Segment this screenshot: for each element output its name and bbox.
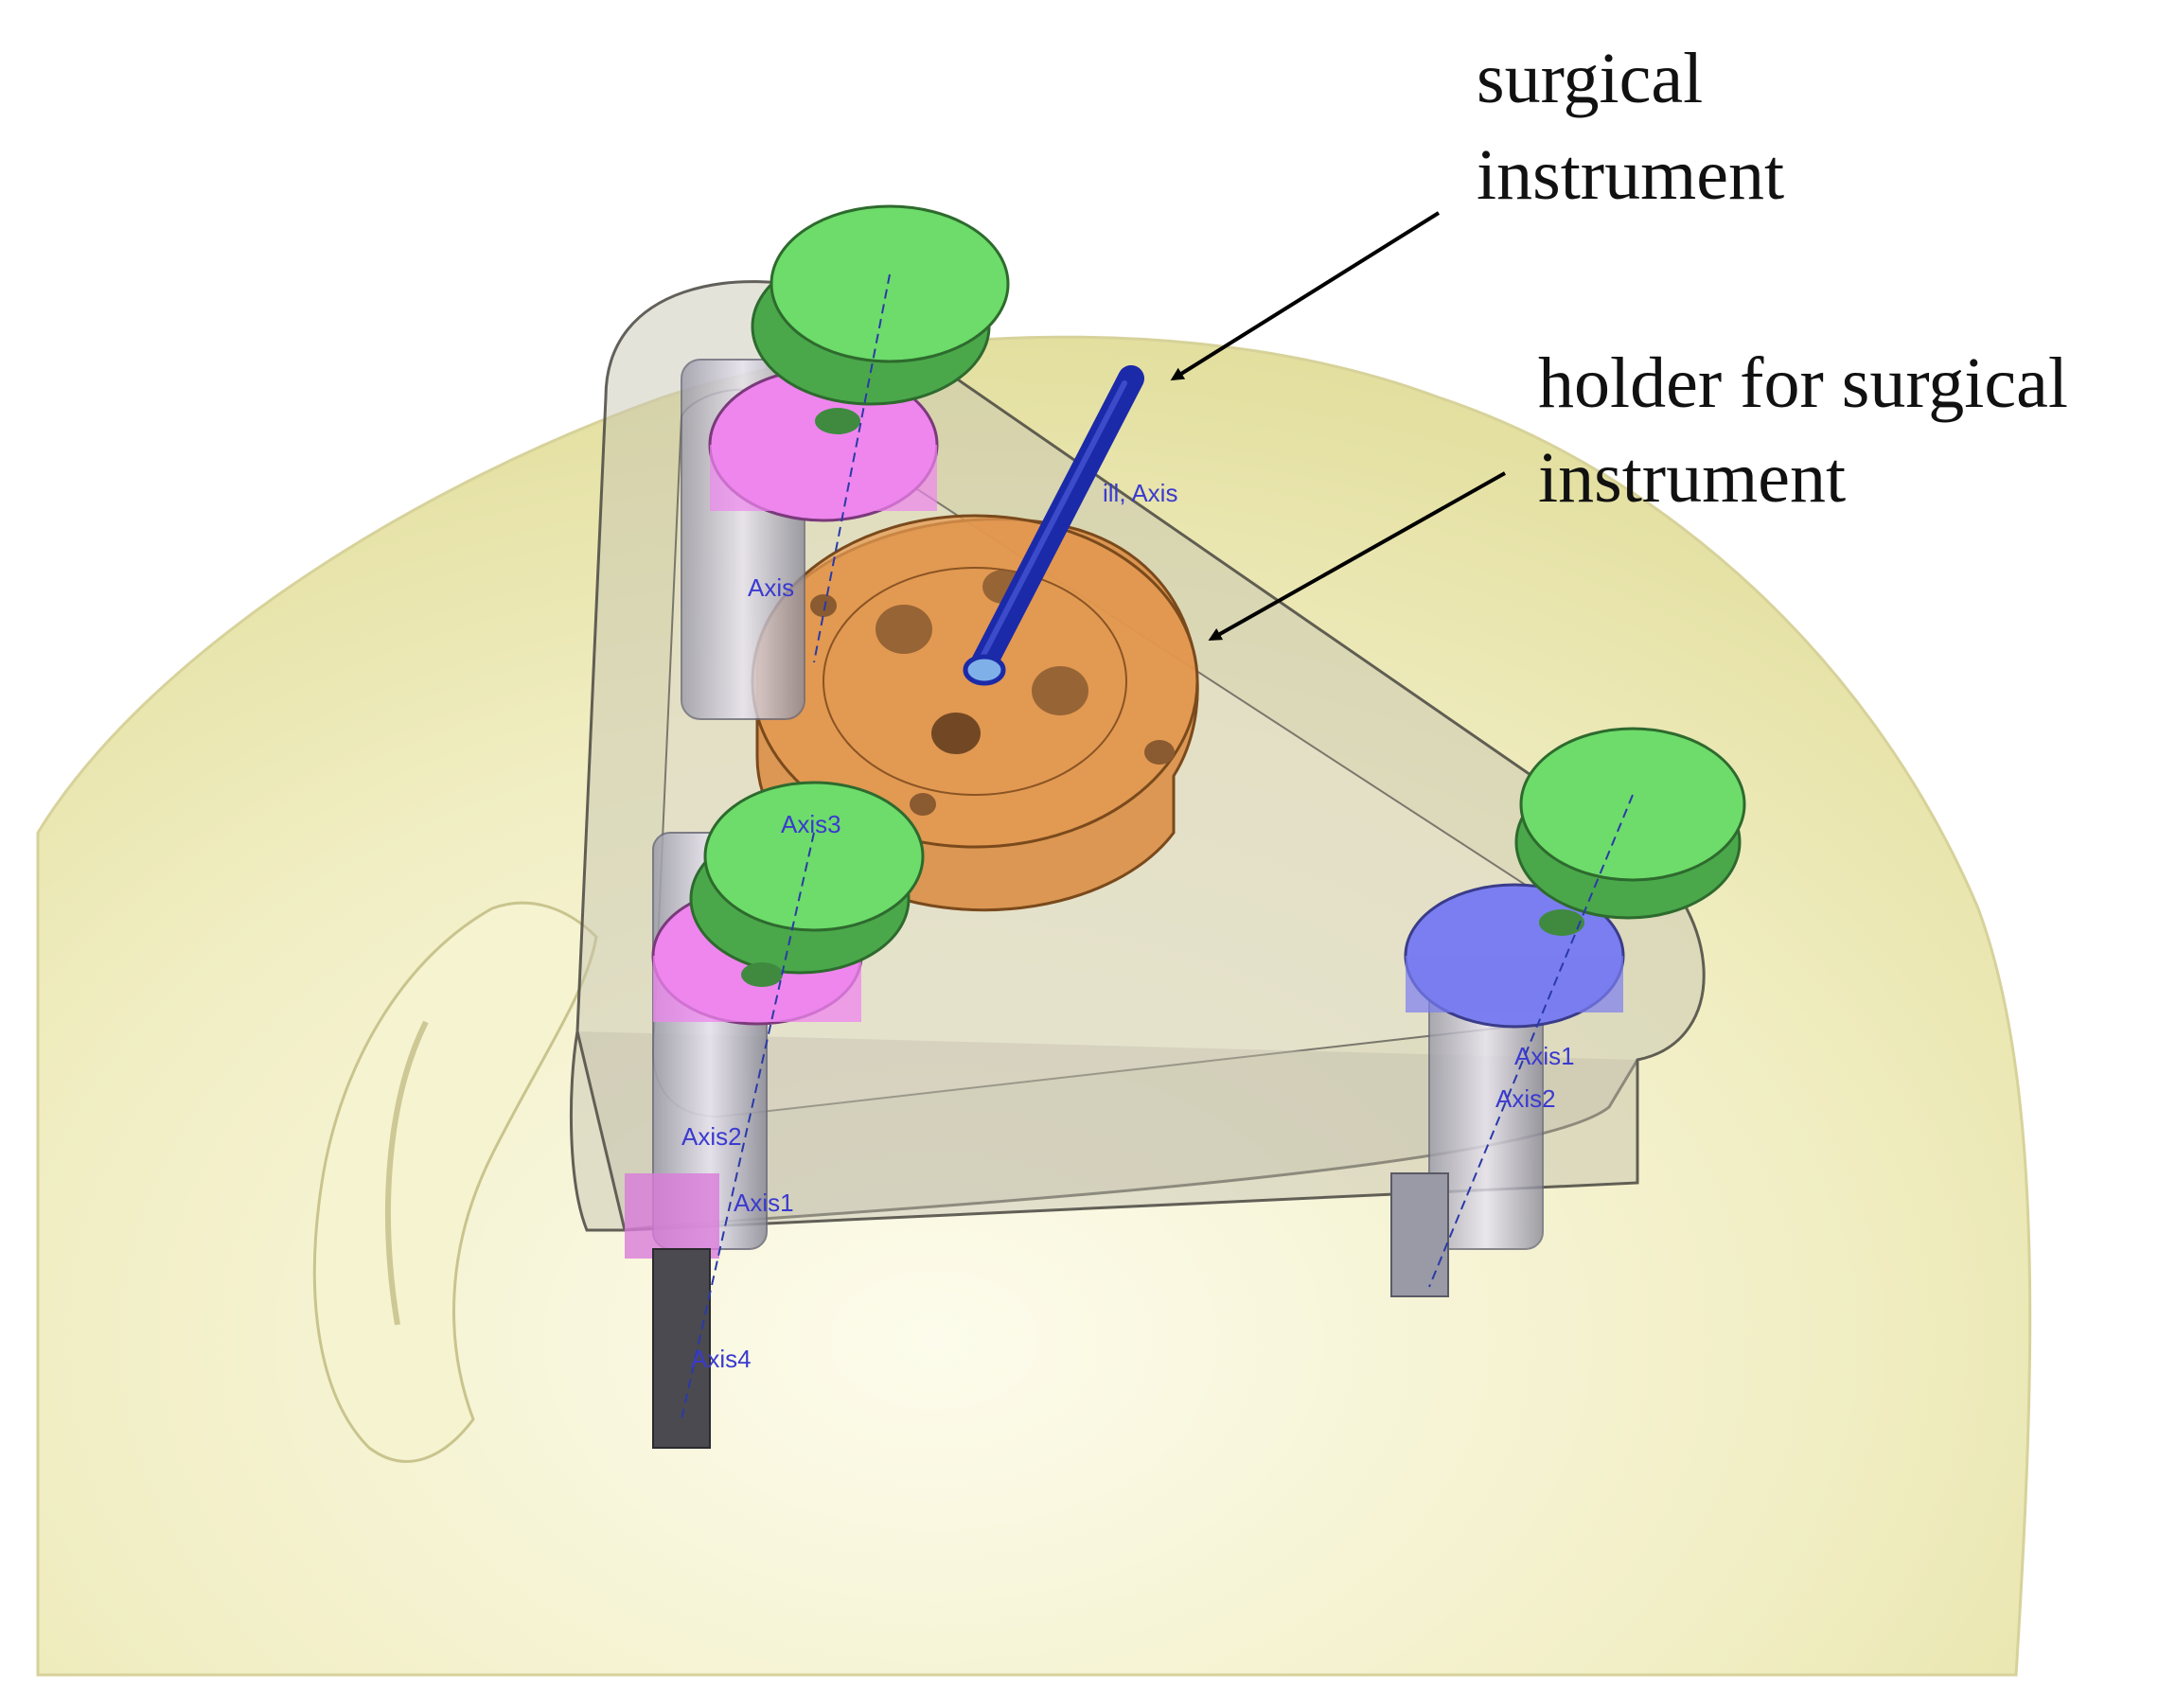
surgical-instrument	[963, 365, 1144, 686]
arrow-surgical-instrument	[1170, 211, 1441, 381]
axis-label-left-low: Axis1	[734, 1189, 794, 1217]
axis-label-right-screw: Axis1	[1514, 1042, 1575, 1070]
cad-axis-labels: ill, Axis Axis Axis3 Axis2 Axis1 Axis4 A…	[681, 479, 1575, 1373]
axis-label-right-mid: Axis2	[1495, 1084, 1556, 1113]
holder-hole	[931, 713, 981, 754]
annotation-surgical-line2: instrument	[1477, 135, 1784, 215]
holder-hole	[910, 793, 936, 816]
axis-label-left-mid: Axis2	[681, 1122, 742, 1151]
ear	[312, 901, 598, 1463]
axis-label-left-screw: Axis3	[781, 810, 841, 838]
annotation-surgical-instrument: surgical instrument	[1477, 39, 1784, 215]
annotation-surgical-line1: surgical	[1477, 39, 1703, 118]
screw-assembly-left	[625, 781, 925, 1449]
holder-hole	[1032, 666, 1088, 715]
annotation-holder-line1: holder for surgical	[1538, 343, 2068, 423]
screw-assembly-upper-left	[681, 204, 1010, 720]
arrow-holder	[1208, 471, 1506, 641]
axis-label-left-bottom: Axis4	[691, 1345, 752, 1373]
axis-label-upper-left: Axis	[748, 573, 794, 602]
axis-label-center: ill, Axis	[1103, 479, 1177, 507]
screw-assembly-right	[1390, 727, 1746, 1297]
annotation-holder: holder for surgical instrument	[1538, 343, 2068, 518]
holder-hole	[810, 594, 837, 617]
holder-hole	[876, 605, 932, 654]
holder-hole	[1144, 740, 1175, 765]
head-model	[36, 335, 2032, 1677]
annotation-holder-line2: instrument	[1538, 438, 1846, 518]
